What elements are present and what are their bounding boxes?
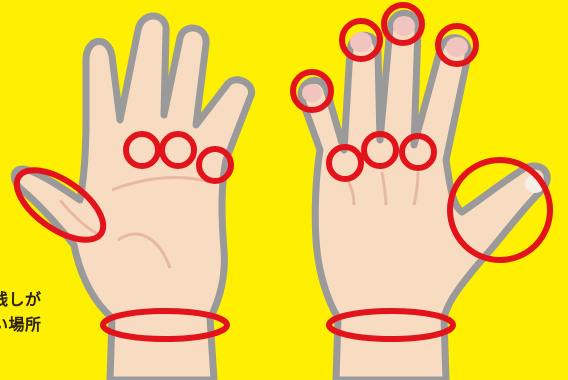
right-hand-outline: [301, 13, 547, 380]
right-hand-back: [301, 13, 547, 380]
nail-ring: [446, 37, 468, 57]
caption-line-1: 残しが: [0, 287, 42, 312]
caption-line-2: い場所: [0, 312, 42, 337]
left-hand-outline: [14, 16, 251, 380]
left-hand-palm: [14, 16, 251, 380]
nail-pinky: [302, 84, 322, 102]
nail-index: [350, 32, 372, 52]
caption-text: 残しが い場所: [0, 287, 42, 337]
nail-middle: [393, 16, 415, 36]
